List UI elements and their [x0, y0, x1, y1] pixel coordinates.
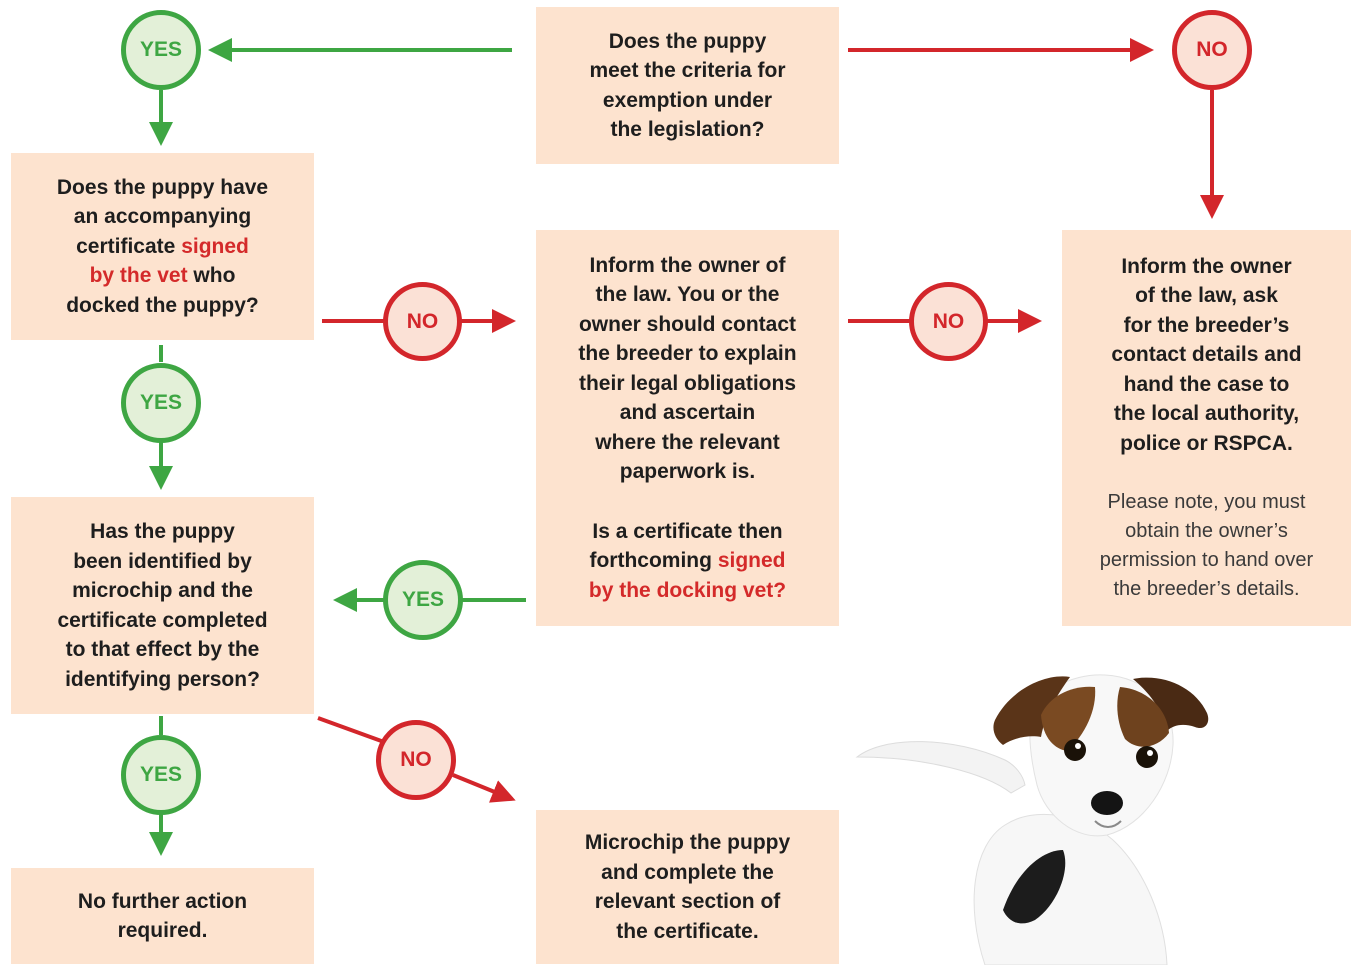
authority-line: for the breeder’s: [1123, 313, 1290, 337]
authority-line: police or RSPCA.: [1120, 431, 1293, 455]
microchip-action-line: relevant section of: [594, 890, 781, 913]
authority-line: the local authority,: [1113, 402, 1300, 426]
microchip-question-line: been identified by: [73, 549, 252, 573]
followup-question-line: Is a certificate then: [592, 519, 783, 543]
permission-note-line: Please note, you must: [1107, 491, 1306, 514]
puppy-left-eye-shine: [1075, 743, 1081, 749]
puppy-tail: [855, 741, 1026, 794]
authority-line: of the law, ask: [1135, 284, 1278, 308]
microchip-action-box: Microchip the puppy and complete the rel…: [536, 810, 839, 964]
microchip-question-box: Has the puppy been identified by microch…: [11, 497, 314, 714]
docking-vet-highlight: by the docking vet?: [588, 578, 787, 602]
puppy-mouth: [1094, 820, 1122, 828]
no-certificate-badge: NO: [383, 282, 462, 361]
followup-question-line: forthcoming signed: [589, 546, 785, 576]
signed-highlight: signed: [717, 549, 786, 573]
authority-line: contact details and: [1111, 343, 1302, 367]
microchip-action-line: Microchip the puppy: [584, 831, 791, 854]
puppy-right-eye: [1136, 746, 1158, 768]
permission-note-line: the breeder’s details.: [1113, 578, 1300, 601]
no-further-action-line: required.: [117, 919, 208, 942]
certificate-question-line: Does the puppy have: [56, 175, 269, 199]
microchip-action-line: and complete the: [601, 860, 774, 884]
certificate-question-line: docked the puppy?: [66, 293, 259, 317]
puppy-right-patch: [1117, 687, 1169, 747]
microchip-question-line: certificate completed: [57, 608, 268, 632]
yes-exempt-badge: YES: [121, 10, 201, 90]
exemption-question-line: Does the puppy: [608, 29, 767, 53]
microchip-question-line: Has the puppy: [90, 520, 235, 543]
inform-owner-line: their legal obligations: [578, 371, 797, 395]
authority-line: hand the case to: [1123, 372, 1290, 396]
certificate-question-box: Does the puppy have an accompanying cert…: [11, 153, 314, 340]
permission-note-line: obtain the owner’s: [1125, 520, 1288, 543]
no-further-action-box: No further action required.: [11, 868, 314, 964]
puppy-right-eye-shine: [1147, 750, 1153, 756]
microchip-question-line: identifying person?: [65, 667, 260, 691]
exemption-question-line: the legislation?: [610, 118, 765, 141]
inform-owner-line: the breeder to explain: [578, 342, 797, 366]
puppy-nose: [1091, 791, 1123, 815]
exemption-question-line: meet the criteria for: [589, 59, 786, 82]
puppy-left-patch: [1041, 686, 1096, 751]
yes-certificate-forthcoming-badge: YES: [383, 560, 463, 640]
inform-owner-line: where the relevant: [595, 430, 780, 454]
inform-owner-line: owner should contact: [578, 312, 796, 336]
arrow-microchip-no-bottom: [452, 773, 516, 803]
yes-microchip-badge: YES: [121, 735, 201, 815]
microchip-question-line: microchip and the: [72, 579, 253, 602]
certificate-question-line: an accompanying: [73, 205, 252, 229]
puppy-body-patch: [1003, 850, 1066, 924]
microchip-action-line: the certificate.: [616, 919, 759, 943]
authority-line: Inform the owner: [1121, 254, 1292, 278]
certificate-text: who: [187, 264, 236, 288]
followup-text: forthcoming: [589, 549, 718, 573]
inform-owner-line: and ascertain: [619, 401, 756, 425]
inform-owner-line: paperwork is.: [619, 460, 756, 484]
certificate-question-line: certificate signed: [76, 232, 249, 262]
no-further-action-line: No further action: [77, 889, 248, 913]
puppy-body: [973, 813, 1168, 965]
exemption-question-box: Does the puppy meet the criteria for exe…: [536, 7, 839, 164]
certificate-question-line: by the vet who: [90, 261, 236, 291]
no-exempt-badge: NO: [1172, 10, 1252, 90]
certificate-text: certificate: [76, 234, 182, 258]
microchip-question-line: to that effect by the: [65, 638, 260, 661]
inform-owner-line: the law. You or the: [595, 283, 780, 307]
yes-certificate-badge: YES: [121, 363, 201, 443]
no-microchip-badge: NO: [376, 720, 456, 800]
inform-owner-authority-box: Inform the owner of the law, ask for the…: [1062, 230, 1351, 626]
vet-highlight: by the vet: [89, 264, 188, 288]
inform-owner-contact-box: Inform the owner of the law. You or the …: [536, 230, 839, 626]
puppy-left-ear: [993, 676, 1070, 745]
no-certificate-forthcoming-badge: NO: [909, 282, 988, 361]
puppy-illustration: [855, 674, 1209, 965]
arrow-microchip-no-top: [317, 716, 385, 744]
puppy-left-eye: [1064, 739, 1086, 761]
permission-note-line: permission to hand over: [1099, 549, 1314, 572]
puppy-right-ear: [1133, 677, 1209, 731]
signed-highlight: signed: [181, 234, 249, 258]
exemption-question-line: exemption under: [602, 88, 773, 112]
inform-owner-line: Inform the owner of: [589, 253, 786, 277]
